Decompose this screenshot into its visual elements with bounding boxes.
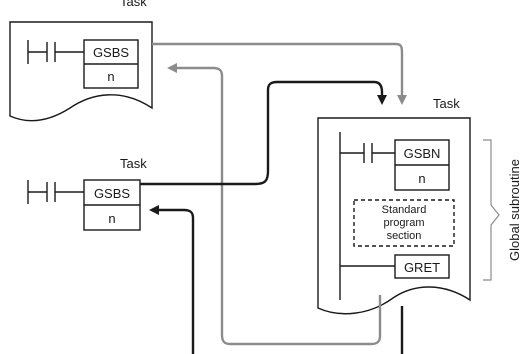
n-label-middle: n	[108, 211, 115, 226]
return-line-subroutine-to-top	[167, 63, 382, 346]
standard-program-section-line2: program	[384, 217, 425, 229]
global-subroutine-brace	[483, 139, 500, 281]
gsbs-label-top: GSBS	[93, 45, 129, 60]
ladder-rung-middle	[27, 180, 84, 204]
call-line-top-to-subroutine	[152, 42, 407, 105]
call-line-middle-to-subroutine	[140, 80, 387, 186]
n-label-top: n	[107, 69, 114, 84]
gret-box	[394, 254, 450, 279]
gsbs-label-middle: GSBS	[94, 186, 130, 201]
ladder-rung-top	[27, 40, 84, 64]
return-line-to-middle	[149, 205, 195, 354]
ladder-rung-gsbn	[339, 132, 395, 300]
task-label-middle: Task	[120, 156, 147, 171]
n-label-gsbn: n	[418, 171, 425, 186]
task-label-right: Task	[433, 96, 460, 111]
gsbn-label: GSBN	[404, 146, 441, 161]
standard-program-section-line3: section	[387, 230, 422, 242]
global-subroutine-label: Global subroutine	[507, 159, 522, 261]
standard-program-section-line1: Standard	[382, 204, 427, 216]
standard-program-section-box	[353, 199, 455, 247]
task-label-top: Task	[120, 0, 147, 9]
gret-label: GRET	[404, 260, 440, 275]
